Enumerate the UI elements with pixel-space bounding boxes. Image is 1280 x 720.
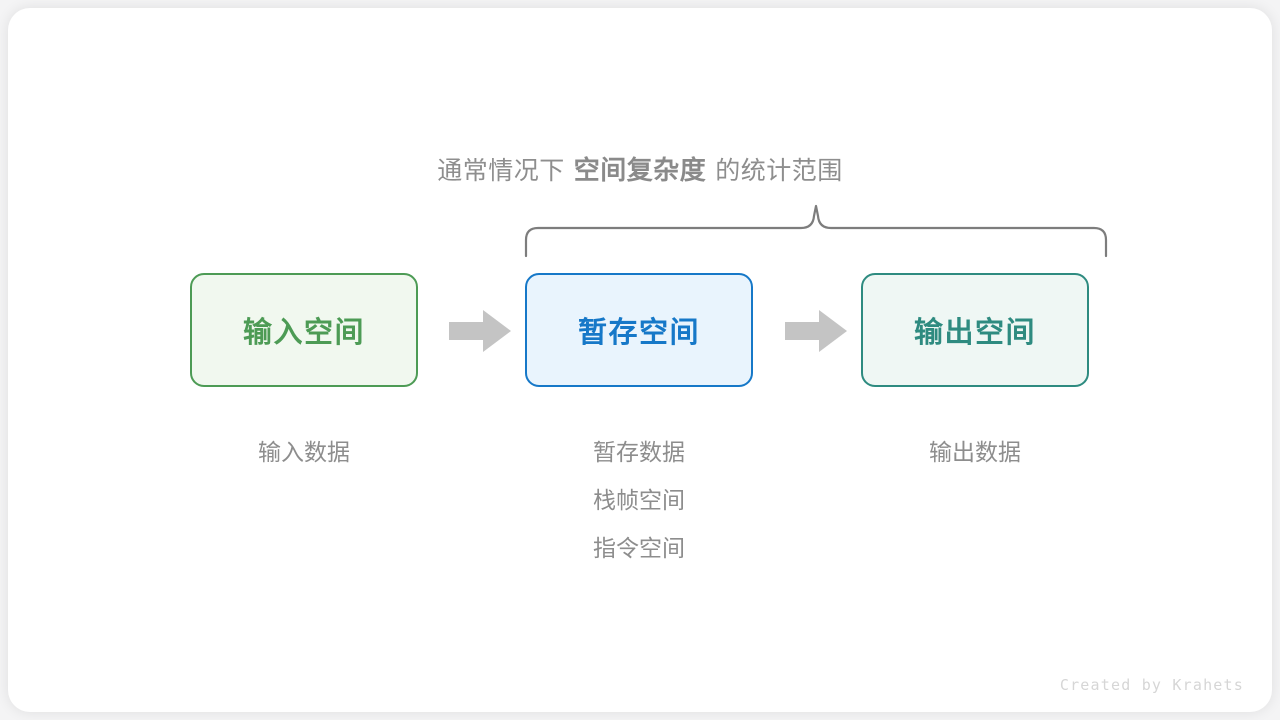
note-item: 栈帧空间 [593, 487, 685, 513]
stage-notes-temp: 暂存数据 栈帧空间 指令空间 [525, 428, 753, 572]
arrow-right-icon-2 [785, 309, 847, 353]
stage-box-output-label: 输出空间 [913, 317, 1036, 349]
note-item: 输出数据 [929, 439, 1021, 465]
note-item: 输入数据 [258, 439, 350, 465]
curly-brace [524, 204, 1108, 260]
arrow-right-icon-1 [449, 309, 511, 353]
stage-box-input-label: 输入空间 [242, 317, 365, 349]
note-item: 指令空间 [593, 535, 685, 561]
stage-notes-output: 输出数据 [861, 428, 1089, 476]
stage-notes-input: 输入数据 [190, 428, 418, 476]
stage-notes: 输入数据 暂存数据 栈帧空间 指令空间 输出数据 [8, 428, 1272, 578]
footer-credit: Created by Krahets [1059, 676, 1244, 694]
stage-box-temp[interactable]: 暂存空间 [525, 273, 753, 387]
stage-box-input[interactable]: 输入空间 [190, 273, 418, 387]
caption: 通常情况下空间复杂度的统计范围 [8, 150, 1272, 187]
caption-suffix: 的统计范围 [715, 157, 843, 185]
caption-emphasis: 空间复杂度 [573, 155, 707, 185]
note-item: 暂存数据 [593, 439, 685, 465]
diagram-card: 通常情况下空间复杂度的统计范围 输入空间 暂存空间 [8, 8, 1272, 712]
stage-boxes: 输入空间 暂存空间 输出空间 [8, 273, 1272, 389]
caption-prefix: 通常情况下 [437, 157, 565, 185]
stage-box-output[interactable]: 输出空间 [861, 273, 1089, 387]
stage-box-temp-label: 暂存空间 [577, 317, 700, 349]
